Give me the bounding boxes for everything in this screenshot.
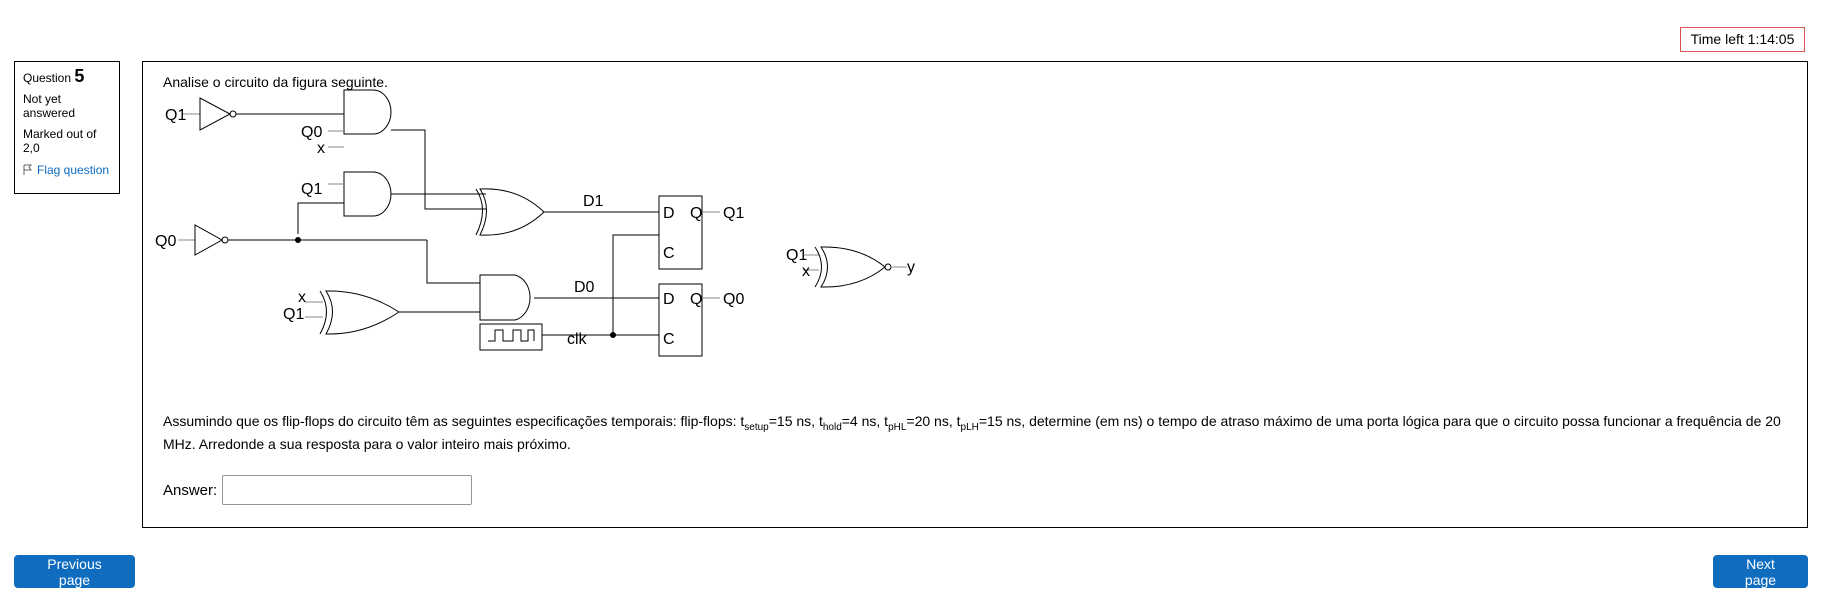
label-clk: clk [567,331,588,348]
label-y-output: y [907,259,915,276]
timer-value: 1:14:05 [1747,31,1795,47]
label-q0-output: Q0 [723,291,744,308]
label-q1-top: Q1 [165,107,186,124]
question-content: Analise o circuito da figura seguinte. [142,61,1808,528]
and-gate-2 [343,171,392,217]
xor-gate [325,290,400,335]
and-gate-3 [479,274,531,321]
label-ff-top-d: D [663,205,675,222]
label-ff-bot-d: D [663,291,675,308]
flip-flop-bottom [658,283,703,357]
label-x-and1: x [317,140,325,157]
next-page-button[interactable]: Next page [1713,555,1808,588]
not-gate-top [199,97,232,131]
question-number: Question 5 [23,66,111,86]
question-prompt: Analise o circuito da figura seguinte. [163,74,388,90]
question-number-value: 5 [74,66,85,86]
label-ff-top-q: Q [690,205,702,222]
label-d1: D1 [583,193,604,210]
answer-row: Answer: [163,475,473,505]
label-q0-and1: Q0 [301,124,322,141]
label-ff-bot-c: C [663,331,675,348]
clock-source [479,323,543,351]
answer-label: Answer: [163,481,218,499]
label-ff-bot-q: Q [690,291,702,308]
label-x-xor: x [298,289,306,306]
label-q1-and2: Q1 [301,181,322,198]
timer-label: Time left [1690,31,1744,47]
label-q1-output: Q1 [723,205,744,222]
flip-flop-top [658,195,703,270]
question-prefix: Question [23,71,72,85]
label-d0: D0 [574,279,595,296]
flag-icon [23,164,33,175]
label-q0-input: Q0 [155,233,176,250]
previous-page-button[interactable]: Previous page [14,555,135,588]
question-grade: Marked out of 2,0 [23,127,97,155]
label-xnor-x: x [802,263,810,280]
xnor-gate [820,246,886,288]
not-gate-q0 [194,224,224,256]
and-gate-1 [343,89,392,135]
or-gate [479,188,545,236]
label-ff-top-c: C [663,245,675,262]
question-text: Assumindo que os flip-flops do circuito … [163,413,1781,452]
label-q1-xor: Q1 [283,306,304,323]
flag-question-button[interactable]: Flag question [23,163,111,177]
label-xnor-q1: Q1 [786,247,807,264]
circuit-diagram: Q1 Q0 x Q1 Q0 x Q1 D1 D0 clk D Q C D Q C… [155,89,915,357]
flag-question-label: Flag question [37,163,110,177]
timer-badge: Time left 1:14:05 [1680,27,1805,52]
question-info-panel: Question 5 Not yet answered Marked out o… [14,61,120,194]
question-state: Not yet answered [23,92,76,120]
answer-input[interactable] [222,475,473,505]
